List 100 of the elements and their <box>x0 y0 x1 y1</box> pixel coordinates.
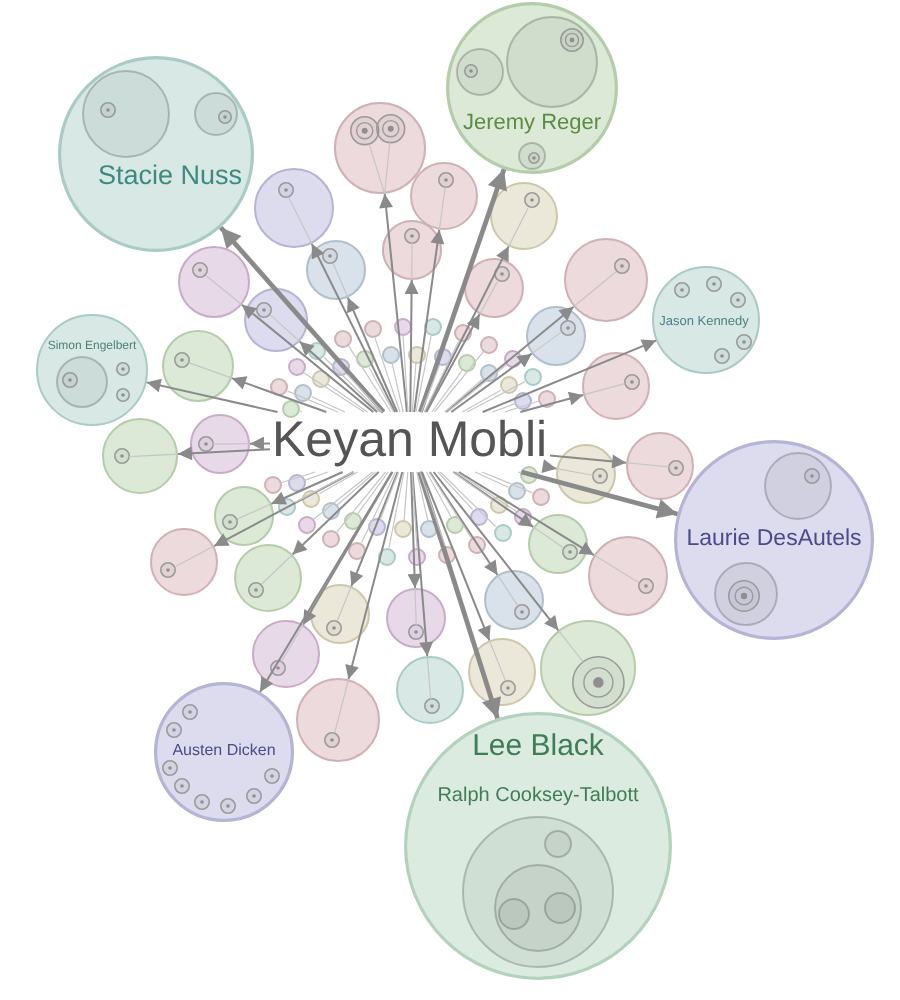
leaf-circle <box>668 459 685 476</box>
arrow <box>425 313 481 413</box>
arrow <box>450 352 533 413</box>
leaf-circle <box>514 604 531 621</box>
connector-line <box>466 381 526 413</box>
connector-line <box>334 678 350 734</box>
leaf-circle <box>277 182 294 199</box>
arrow <box>520 469 679 519</box>
connector-line <box>582 383 626 396</box>
arrow <box>350 471 399 588</box>
node-circle <box>306 240 366 300</box>
leaf-circle <box>115 361 129 375</box>
arrow <box>418 168 507 413</box>
node-circle <box>396 656 464 724</box>
connector-line <box>414 587 417 626</box>
connector-line <box>420 364 441 413</box>
leaf-circle <box>404 227 421 243</box>
nested-circle <box>764 452 832 520</box>
connector-line <box>128 453 179 458</box>
connector-line <box>419 471 446 547</box>
connector-line <box>294 471 354 503</box>
arrow <box>457 471 595 557</box>
arrow <box>310 242 397 413</box>
arrow <box>519 391 585 413</box>
person-circle <box>58 56 254 252</box>
leaf-circle <box>256 301 273 318</box>
arrow <box>404 279 419 413</box>
leaf-circle <box>194 794 210 810</box>
connector-line <box>474 471 509 488</box>
connector-line <box>188 362 233 379</box>
node-circle <box>394 520 413 539</box>
node-circle <box>244 288 308 352</box>
connector-line <box>426 655 432 700</box>
connector-line <box>416 471 429 521</box>
node-circle <box>334 329 353 348</box>
connector-line <box>481 471 534 494</box>
connector-line <box>336 585 352 622</box>
node-circle <box>263 476 282 495</box>
nested-circle <box>56 356 108 408</box>
connector-line <box>479 281 498 315</box>
leaf-circle <box>160 561 177 578</box>
connector-line <box>496 574 519 607</box>
leaf-circle <box>197 436 213 453</box>
node-circle <box>528 514 588 574</box>
node-circle <box>294 384 313 402</box>
node-circle <box>490 182 558 250</box>
person-name: Laurie DesAutels <box>686 526 862 554</box>
node-circle <box>526 306 586 366</box>
node-circle <box>310 584 370 644</box>
connector-line <box>280 471 316 484</box>
connector-line <box>428 471 473 539</box>
connector-line <box>388 471 405 549</box>
node-circle <box>178 246 250 318</box>
connector-line <box>504 400 540 413</box>
leaf-circle <box>247 581 264 598</box>
leaf-circle <box>322 248 339 265</box>
node-circle <box>297 515 316 534</box>
leaf-circle <box>217 109 231 123</box>
node-circle <box>287 474 306 493</box>
arrow <box>291 471 380 556</box>
node-circle <box>480 335 499 354</box>
leaf-circle <box>728 580 760 612</box>
connector-line <box>437 471 474 511</box>
leaf-circle <box>350 115 380 146</box>
arrow <box>452 471 535 528</box>
connector-line <box>411 362 417 413</box>
arrow <box>302 471 394 626</box>
arrow <box>407 471 422 589</box>
leaf-circle <box>192 262 209 279</box>
leaf-circle <box>62 372 78 388</box>
connector-line <box>415 335 432 413</box>
node-circle <box>564 238 648 322</box>
connector-line <box>368 144 386 195</box>
node-circle <box>214 486 274 546</box>
nested-circle <box>544 892 576 924</box>
connector-line <box>260 553 294 585</box>
nested-circle <box>82 70 170 158</box>
arrow <box>145 378 279 413</box>
leaf-circle <box>592 468 609 485</box>
connector-line <box>557 629 584 662</box>
nested-circle <box>544 830 572 858</box>
nested-circle <box>498 898 530 930</box>
arrow <box>417 471 501 719</box>
node-circle <box>386 588 446 648</box>
arrow <box>541 459 558 473</box>
leaf-circle <box>326 619 343 636</box>
connector-line <box>452 471 493 501</box>
leaf-circle <box>714 348 730 364</box>
node-circle <box>484 570 544 630</box>
person-circle <box>36 314 148 426</box>
node-circle <box>493 523 511 542</box>
node-circle <box>582 352 650 420</box>
arrow <box>240 303 375 413</box>
leaf-circle <box>246 788 262 804</box>
leaf-circle <box>100 102 116 118</box>
arrow <box>413 228 445 413</box>
connector-line <box>379 471 400 520</box>
connector-line <box>439 471 497 528</box>
connector-line <box>625 462 670 468</box>
leaf-circle <box>560 319 577 336</box>
